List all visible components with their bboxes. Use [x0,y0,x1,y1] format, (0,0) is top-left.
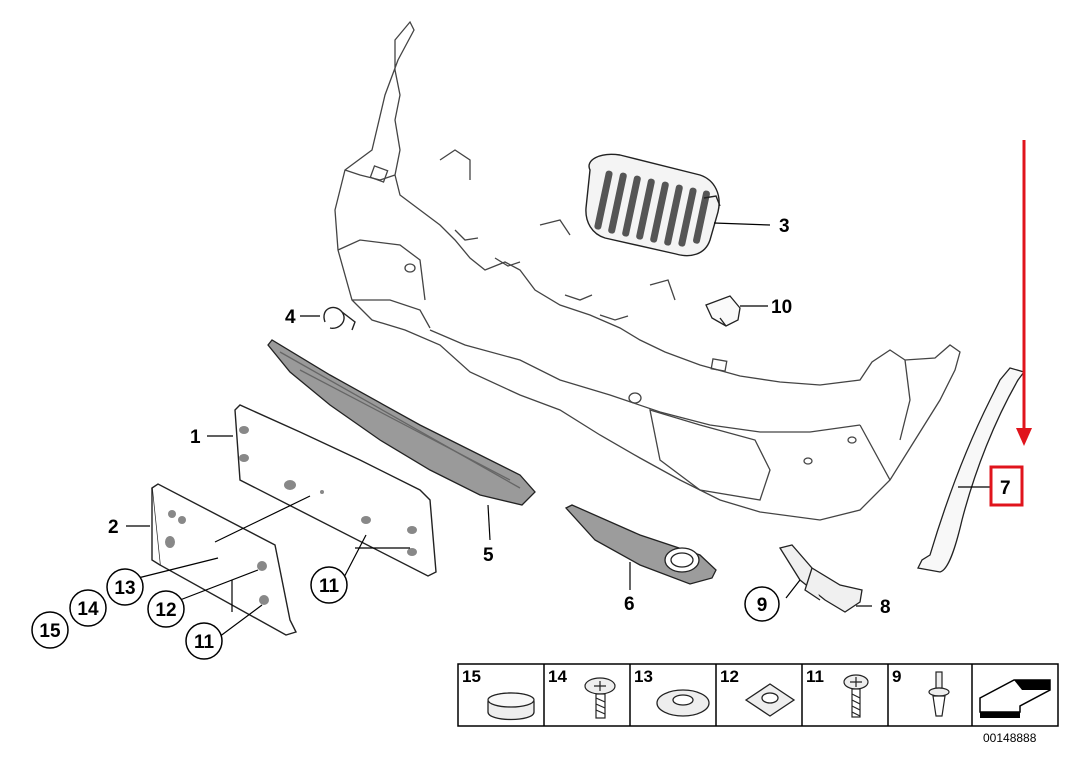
callout-13-circled: 13 [106,568,144,606]
part-7-trim [917,367,1026,573]
nut-icon [744,683,796,717]
tapping-screw-icon [843,674,869,718]
strip-label-14: 14 [548,667,567,686]
drawing-number: 00148888 [983,731,1037,745]
part-3-kidney-grille [585,153,721,257]
svg-text:14: 14 [77,599,99,620]
leader-lines [126,222,990,641]
part-2-plate-base [151,483,297,636]
svg-text:7: 7 [1000,478,1011,499]
part-6-fog-grille [564,504,717,585]
strip-label-15: 15 [462,667,481,686]
part-1-plate-bracket [234,404,437,577]
callout-7-highlighted: 7 [989,465,1024,507]
callout-6: 6 [624,594,635,615]
direction-arrow-icon [979,679,1051,718]
svg-text:13: 13 [114,578,135,599]
svg-text:11: 11 [194,632,215,653]
callout-4: 4 [285,307,296,328]
callout-1: 1 [190,427,201,448]
callout-11b-circled: 11 [185,622,223,660]
rivet-icon [928,671,950,717]
callout-15-circled: 15 [31,611,69,649]
svg-text:12: 12 [155,600,176,621]
callout-3: 3 [779,216,790,237]
callout-10: 10 [771,297,792,318]
part-4-clip [323,306,356,331]
callout-12-circled: 12 [147,590,185,628]
callout-14-circled: 14 [69,589,107,627]
bumper-cover [334,20,961,521]
strip-label-12: 12 [720,667,739,686]
callouts: 3 10 4 1 2 5 6 8 7 9 11 11 12 13 [31,216,1024,660]
callout-11a-circled: 11 [310,566,348,604]
callout-9-circled: 9 [744,586,780,622]
svg-text:9: 9 [757,595,768,616]
strip-label-11: 11 [806,667,824,686]
screw-icon [584,677,616,719]
red-arrow-indicator [1016,140,1032,446]
strip-label-9: 9 [892,667,901,686]
strip-label-13: 13 [634,667,653,686]
callout-2: 2 [108,517,119,538]
callout-8: 8 [880,597,891,618]
callout-5: 5 [483,545,494,566]
part-10-cover [705,295,741,327]
svg-text:11: 11 [319,576,340,597]
hardware-strip: 15 14 13 12 11 9 [457,663,1059,727]
washer-icon [656,689,710,717]
part-8-bracket [778,544,863,613]
svg-text:15: 15 [39,621,61,642]
part-5-center-grille [267,339,536,506]
cap-icon [487,692,535,721]
